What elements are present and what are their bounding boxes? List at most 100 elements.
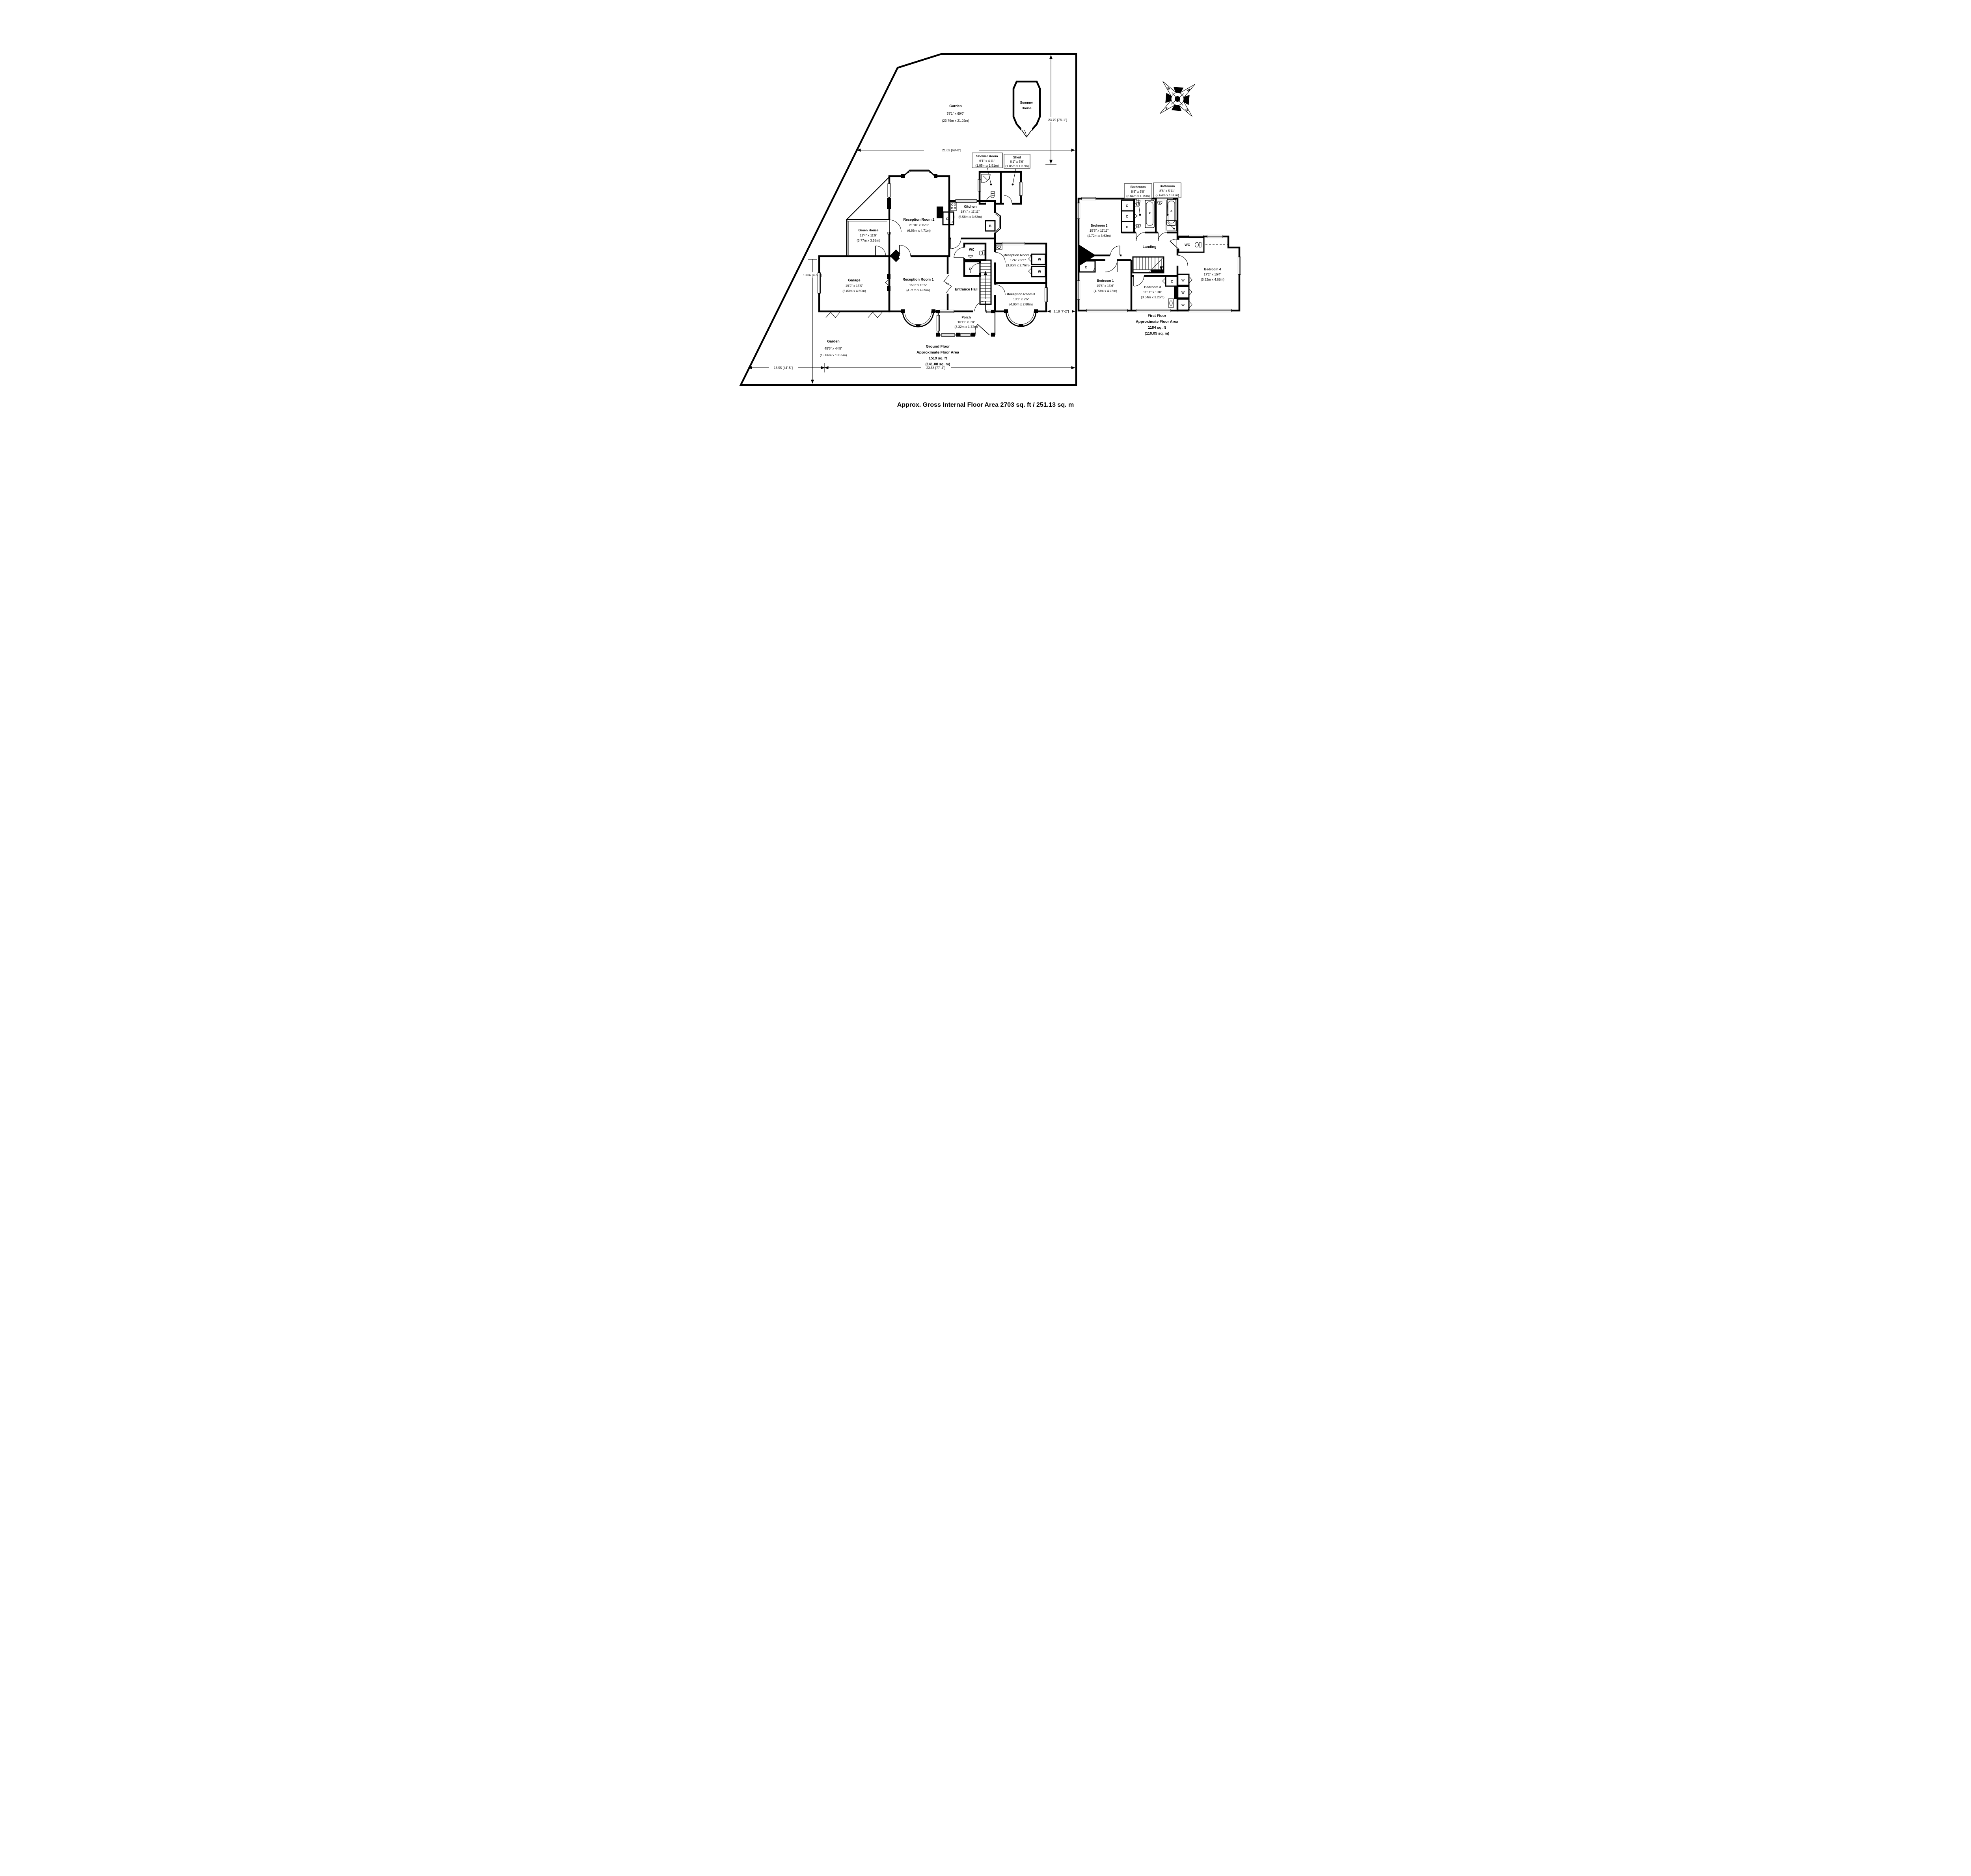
opening-chevron (943, 274, 950, 285)
bay-window (903, 169, 936, 177)
cupboard-label: C (1126, 225, 1128, 229)
bay-window (901, 309, 935, 328)
reception-3-metric: (4.00m x 2.88m) (1009, 303, 1033, 306)
toilet-icon (991, 191, 995, 198)
ff-summary-3: 1184 sq. ft (1148, 326, 1166, 330)
window (1077, 280, 1081, 300)
summer-house-name-1: Summer (1020, 101, 1034, 104)
bedroom-1-name: Bedroom 1 (1097, 279, 1114, 283)
wardrobe: W (1028, 253, 1046, 265)
bedroom-4-imperial: 17'2" x 15'4" (1204, 273, 1222, 276)
shed-metric: (1.85m x 1.67m) (1005, 164, 1029, 168)
gf-summary-4: (141.08 sq. m) (926, 362, 950, 367)
folding-door (1162, 277, 1166, 285)
wall-chunk (1174, 286, 1177, 299)
ground-floor-plan: Shower Room 6'1" x 4'11" (1.85m x 1.51m)… (817, 153, 1048, 367)
wardrobe-label: W (1038, 258, 1041, 261)
door-gap (1177, 240, 1181, 249)
cupboard-part (942, 211, 954, 225)
boiler: B (985, 220, 996, 232)
bay-window-part (901, 309, 905, 313)
bath-icon-part (1149, 212, 1151, 214)
stairs-first-floor-part (1151, 270, 1164, 273)
room-reception-2-part (901, 174, 905, 178)
hob-icon-part (950, 202, 957, 211)
kitchen-bay-window-part (995, 212, 1001, 234)
first-floor-plan: Bedroom 2 15'6" x 11'11" (4.72m x 3.63m)… (1077, 182, 1241, 336)
wardrobe-part (1031, 266, 1046, 277)
chimney-breast (887, 274, 890, 279)
wardrobe-column-part (1177, 286, 1190, 299)
garden-rear-name: Garden (949, 104, 962, 108)
garden-front-name: Garden (827, 339, 840, 343)
door-gap (951, 236, 961, 240)
shed-imperial: 6'1" x 5'6" (1010, 160, 1024, 164)
dim-front-depth-label: 13.86 [45'-6"] (803, 274, 822, 277)
sink-icon-part (1157, 201, 1162, 205)
hob-icon-part (954, 207, 956, 209)
garden-front-metric: (13.86m x 13.55m) (820, 354, 847, 357)
hob-icon (950, 202, 957, 211)
room-garage: Garage 19'2" x 15'5" (5.83m x 4.69m) (817, 255, 890, 318)
shower-room-label: Shower Room 6'1" x 4'11" (1.85m x 1.51m) (972, 153, 1003, 168)
door-arc (1158, 232, 1167, 242)
bedroom-4-metric: (5.22m x 4.68m) (1201, 278, 1224, 281)
summer-house-part (1021, 130, 1027, 138)
folding-door (1189, 276, 1192, 284)
wardrobe-column-part (1177, 274, 1190, 286)
leader-line (1012, 168, 1016, 185)
bath-icon-part (1170, 210, 1172, 212)
wardrobe-label: W (1181, 291, 1185, 294)
dimension-side-gap: 2.18 [7'-2"] (1047, 309, 1075, 313)
reception-1-metric: (4.71m x 4.69m) (906, 288, 930, 292)
window (936, 315, 940, 331)
door-gap (993, 252, 997, 262)
dimension-front-width-left: 13.55 [44'-5"] (748, 363, 825, 372)
door-arc (1136, 232, 1145, 242)
sink-icon-part (968, 255, 973, 258)
room-porch: Porch 10'11" x 5'8" (3.32m x 1.72m) (936, 310, 996, 337)
kitchen-bay-window-part (995, 213, 1000, 232)
ff-summary-2: Approximate Floor Area (1136, 320, 1179, 324)
bath-icon (1145, 200, 1155, 228)
property-boundary (739, 53, 1077, 386)
door-gap (1110, 253, 1120, 257)
door-arc (970, 263, 980, 273)
room-bedroom-1: C Bedroom 1 15'6" x 15'6" (4.73m x 4.73m… (1079, 259, 1133, 311)
porch-pillar (936, 333, 940, 337)
gf-summary-2: Approximate Floor Area (917, 350, 959, 355)
dimension-garden-depth-part (1043, 117, 1072, 122)
leader-line (1167, 197, 1168, 215)
bedroom-3-metric: (3.64m x 3.26m) (1141, 296, 1164, 299)
sink-icon-part (1136, 224, 1141, 228)
room-bedroom-4: Bedroom 4 17'2" x 15'4" (5.22m x 4.68m) (1176, 255, 1224, 281)
garage-walls (818, 255, 890, 313)
floorplan-page: 21.02 [69'-0"] 23.79 [78'-1"] 13.86 [45'… (680, 0, 1291, 432)
dimension-garden-width: 21.02 [69'-0"] (857, 147, 1075, 153)
bay-window-part (1006, 309, 1036, 313)
porch-pillar (971, 333, 975, 337)
summer-house-part (1024, 130, 1027, 138)
bathroom-2-metric: (2.64m x 1.80m) (1155, 194, 1179, 197)
sink-icon-part (1138, 225, 1139, 227)
cupboard-label: C (1085, 266, 1087, 269)
window (1002, 242, 1025, 246)
compass-center-dot (1175, 96, 1180, 102)
bedroom-1-imperial: 15'6" x 15'6" (1097, 284, 1114, 288)
window (955, 199, 977, 203)
dimension-front-depth: 13.86 [45'-6"] (798, 259, 827, 384)
leader-line (987, 168, 991, 185)
bedroom-2-metric: (4.72m x 3.63m) (1087, 234, 1111, 238)
garage-name: Garage (848, 278, 860, 282)
chimney-breast (887, 286, 890, 291)
folding-door (1134, 202, 1138, 208)
reception-4-imperial: 12'6" x 9'1" (1010, 259, 1026, 262)
under-stairs-cupboard: C (963, 260, 982, 277)
window (941, 333, 955, 337)
garage-door-mark (825, 312, 840, 318)
stairs (979, 259, 992, 305)
dimension-garden-depth: 23.79 [78'-1"] (1043, 55, 1072, 165)
bath-icon-part (1145, 200, 1155, 228)
bathroom-2-label-part (1153, 182, 1181, 198)
door-arc (975, 324, 978, 335)
